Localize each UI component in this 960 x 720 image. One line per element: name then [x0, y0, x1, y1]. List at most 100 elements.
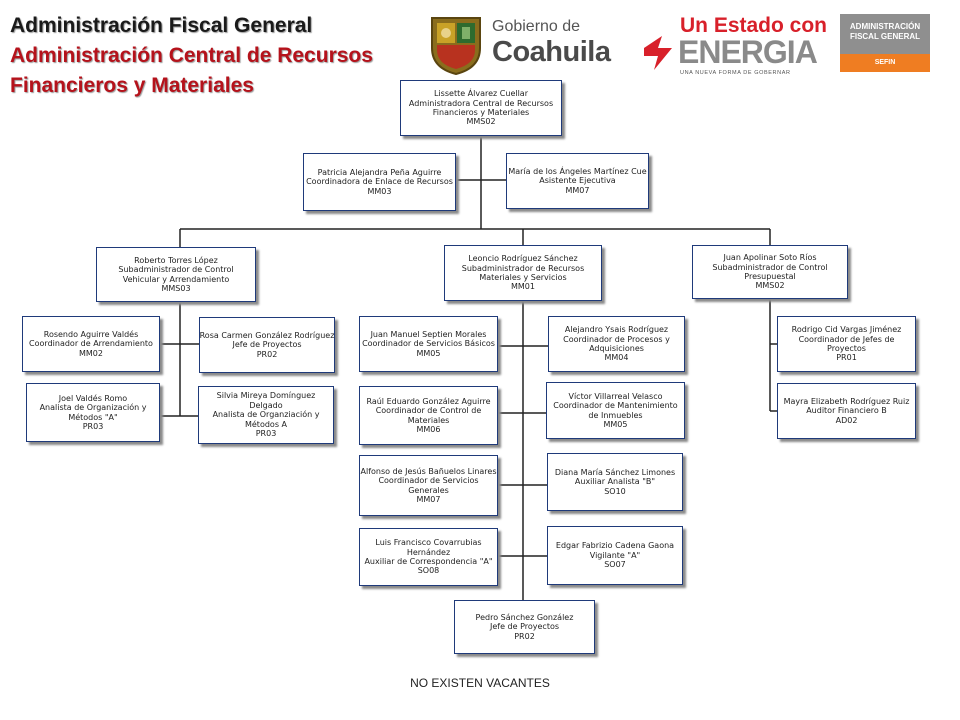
org-box-diana: Diana María Sánchez Limones Auxiliar Ana… [547, 453, 683, 511]
box-title: Subadministrador de Control Presupuestal [712, 262, 828, 281]
box-code: PR01 [836, 353, 857, 363]
box-title: Auditor Financiero B [806, 406, 887, 416]
org-box-villarreal: Víctor Villarreal Velasco Coordinador de… [546, 382, 685, 439]
box-title: Analista de Organziación y Métodos A [212, 410, 320, 429]
box-code: MM06 [416, 424, 441, 434]
box-title: Analista de Organización y Métodos "A" [39, 403, 147, 422]
box-name: Rosendo Aguirre Valdés [43, 329, 139, 339]
box-code: MMS02 [755, 281, 785, 291]
box-code: MMS02 [466, 117, 496, 127]
gobierno-label: Gobierno de [492, 18, 581, 35]
org-box-sub-vehicular: Roberto Torres López Subadministrador de… [96, 247, 256, 302]
energia-wordmark: ENERGIA [678, 34, 818, 70]
box-title: Administradora Central de Recursos Finan… [408, 98, 554, 117]
box-title: Jefe de Proyectos [232, 340, 302, 350]
box-title: Subadministrador de Control Vehicular y … [118, 265, 234, 284]
energia-tagline: UNA NUEVA FORMA DE GOBERNAR [680, 70, 791, 76]
org-box-silvia: Silvia Mireya Domínguez Delgado Analista… [198, 386, 334, 444]
org-box-asistente: María de los Ángeles Martínez Cue Asiste… [506, 153, 649, 209]
box-name: Silvia Mireya Domínguez Delgado [216, 391, 316, 410]
box-title: Subadministrador de Recursos Materiales … [461, 263, 585, 282]
org-box-edgar: Edgar Fabrizio Cadena Gaona Vigilante "A… [547, 526, 683, 585]
box-title: Coordinador de Servicios Generales [378, 476, 479, 495]
estado-energia-logo: Un Estado con ENERGIA UNA NUEVA FORMA DE… [640, 14, 840, 80]
energia-tagline-top: Un Estado con [680, 14, 828, 37]
box-name: Rodrigo Cid Vargas Jiménez [791, 325, 902, 335]
box-name: Mayra Elizabeth Rodríguez Ruiz [783, 396, 910, 406]
box-title: Coordinador de Procesos y Adquisiciones [563, 334, 670, 353]
box-name: Edgar Fabrizio Cadena Gaona [555, 541, 675, 551]
box-title: Coordinador de Control de Materiales [375, 406, 482, 425]
box-name: Lissette Álvarez Cuellar [434, 89, 528, 99]
footer-note: NO EXISTEN VACANTES [410, 676, 550, 690]
box-code: MM01 [511, 282, 535, 292]
box-name: Juan Apolinar Soto Ríos [723, 253, 817, 263]
org-box-raul: Raúl Eduardo González Aguirre Coordinado… [359, 386, 498, 445]
org-box-mayra: Mayra Elizabeth Rodríguez Ruiz Auditor F… [777, 383, 916, 439]
page-title: Administración Fiscal General [10, 14, 313, 37]
org-box-sub-materiales: Leoncio Rodríguez Sánchez Subadministrad… [444, 245, 602, 301]
box-title: Coordinadora de Enlace de Recursos [306, 177, 453, 187]
org-box-arrendamiento: Rosendo Aguirre Valdés Coordinador de Ar… [22, 316, 160, 372]
box-code: PR02 [514, 631, 535, 641]
org-box-alfonso: Alfonso de Jesús Bañuelos Linares Coordi… [359, 455, 498, 516]
box-title: Jefe de Proyectos [489, 622, 560, 632]
box-name: Joel Valdés Romo [58, 393, 128, 403]
page-subtitle-line2: Financieros y Materiales [10, 74, 254, 97]
box-code: AD02 [835, 415, 858, 425]
box-code: SO07 [604, 560, 626, 570]
org-box-pedro: Pedro Sánchez González Jefe de Proyectos… [454, 600, 595, 654]
box-code: PR03 [255, 429, 277, 439]
box-code: MM02 [79, 348, 103, 358]
coahuila-shield-logo [428, 14, 484, 76]
box-code: MM07 [416, 494, 441, 504]
box-name: Pedro Sánchez González [475, 612, 574, 622]
box-name: Diana María Sánchez Limones [554, 467, 676, 477]
box-code: MM05 [416, 348, 441, 358]
org-box-rosa: Rosa Carmen González Rodríguez Jefe de P… [199, 317, 335, 373]
box-code: MM03 [367, 186, 392, 196]
org-box-sub-presupuestal: Juan Apolinar Soto Ríos Subadministrador… [692, 245, 848, 299]
afg-sefin-logo: ADMINISTRACIÓN FISCAL GENERAL SEFIN [840, 14, 930, 72]
afg-sefin-band: SEFIN [840, 54, 930, 72]
box-title: Coordinador de Arrendamiento [29, 339, 153, 349]
box-name: Roberto Torres López [134, 255, 218, 265]
page-subtitle-line1: Administración Central de Recursos [10, 44, 373, 67]
org-box-septien: Juan Manuel Septien Morales Coordinador … [359, 316, 498, 372]
gobierno-coahuila-logo: Gobierno de Coahuila [492, 18, 622, 74]
box-title: Coordinador de Mantenimiento de Inmueble… [553, 401, 678, 420]
afg-line1: ADMINISTRACIÓN [849, 22, 921, 31]
box-name: Leoncio Rodríguez Sánchez [468, 254, 578, 264]
org-box-enlace: Patricia Alejandra Peña Aguirre Coordina… [303, 153, 456, 211]
box-code: MMS03 [161, 283, 191, 293]
org-box-joel: Joel Valdés Romo Analista de Organizació… [26, 383, 160, 442]
box-name: Juan Manuel Septien Morales [370, 329, 487, 339]
box-title: Coordinador de Jefes de Proyectos [798, 334, 895, 353]
box-name: Rosa Carmen González Rodríguez [199, 330, 335, 340]
box-title: Auxiliar de Correspondencia "A" [364, 557, 493, 566]
box-code: PR02 [256, 349, 278, 359]
box-title: Vigilante "A" [589, 550, 641, 560]
box-name: Luis Francisco Covarrubias Hernández [375, 538, 482, 557]
box-name: Víctor Villarreal Velasco [568, 391, 663, 401]
org-box-rodrigo: Rodrigo Cid Vargas Jiménez Coordinador d… [777, 316, 916, 372]
afg-line2: FISCAL GENERAL [849, 32, 921, 41]
box-name: Alejandro Ysais Rodríguez [564, 325, 669, 335]
box-code: MM05 [603, 419, 628, 429]
coahuila-label: Coahuila [492, 36, 611, 68]
org-box-ysais: Alejandro Ysais Rodríguez Coordinador de… [548, 316, 685, 372]
box-code: MM04 [604, 353, 629, 363]
box-name: Raúl Eduardo González Aguirre [366, 396, 491, 406]
box-title: Coordinador de Servicios Básicos [362, 339, 495, 349]
box-name: María de los Ángeles Martínez Cue [508, 166, 647, 176]
box-name: Alfonso de Jesús Bañuelos Linares [360, 466, 497, 476]
box-code: SO08 [417, 566, 440, 576]
box-title: Auxiliar Analista "B" [574, 477, 656, 487]
box-code: SO10 [604, 486, 626, 496]
box-title: Asistente Ejecutiva [539, 176, 616, 186]
box-code: MM07 [565, 185, 590, 195]
org-box-luis: Luis Francisco Covarrubias Hernández Aux… [359, 528, 498, 586]
org-box-director: Lissette Álvarez Cuellar Administradora … [400, 80, 562, 136]
box-name: Patricia Alejandra Peña Aguirre [317, 167, 442, 177]
